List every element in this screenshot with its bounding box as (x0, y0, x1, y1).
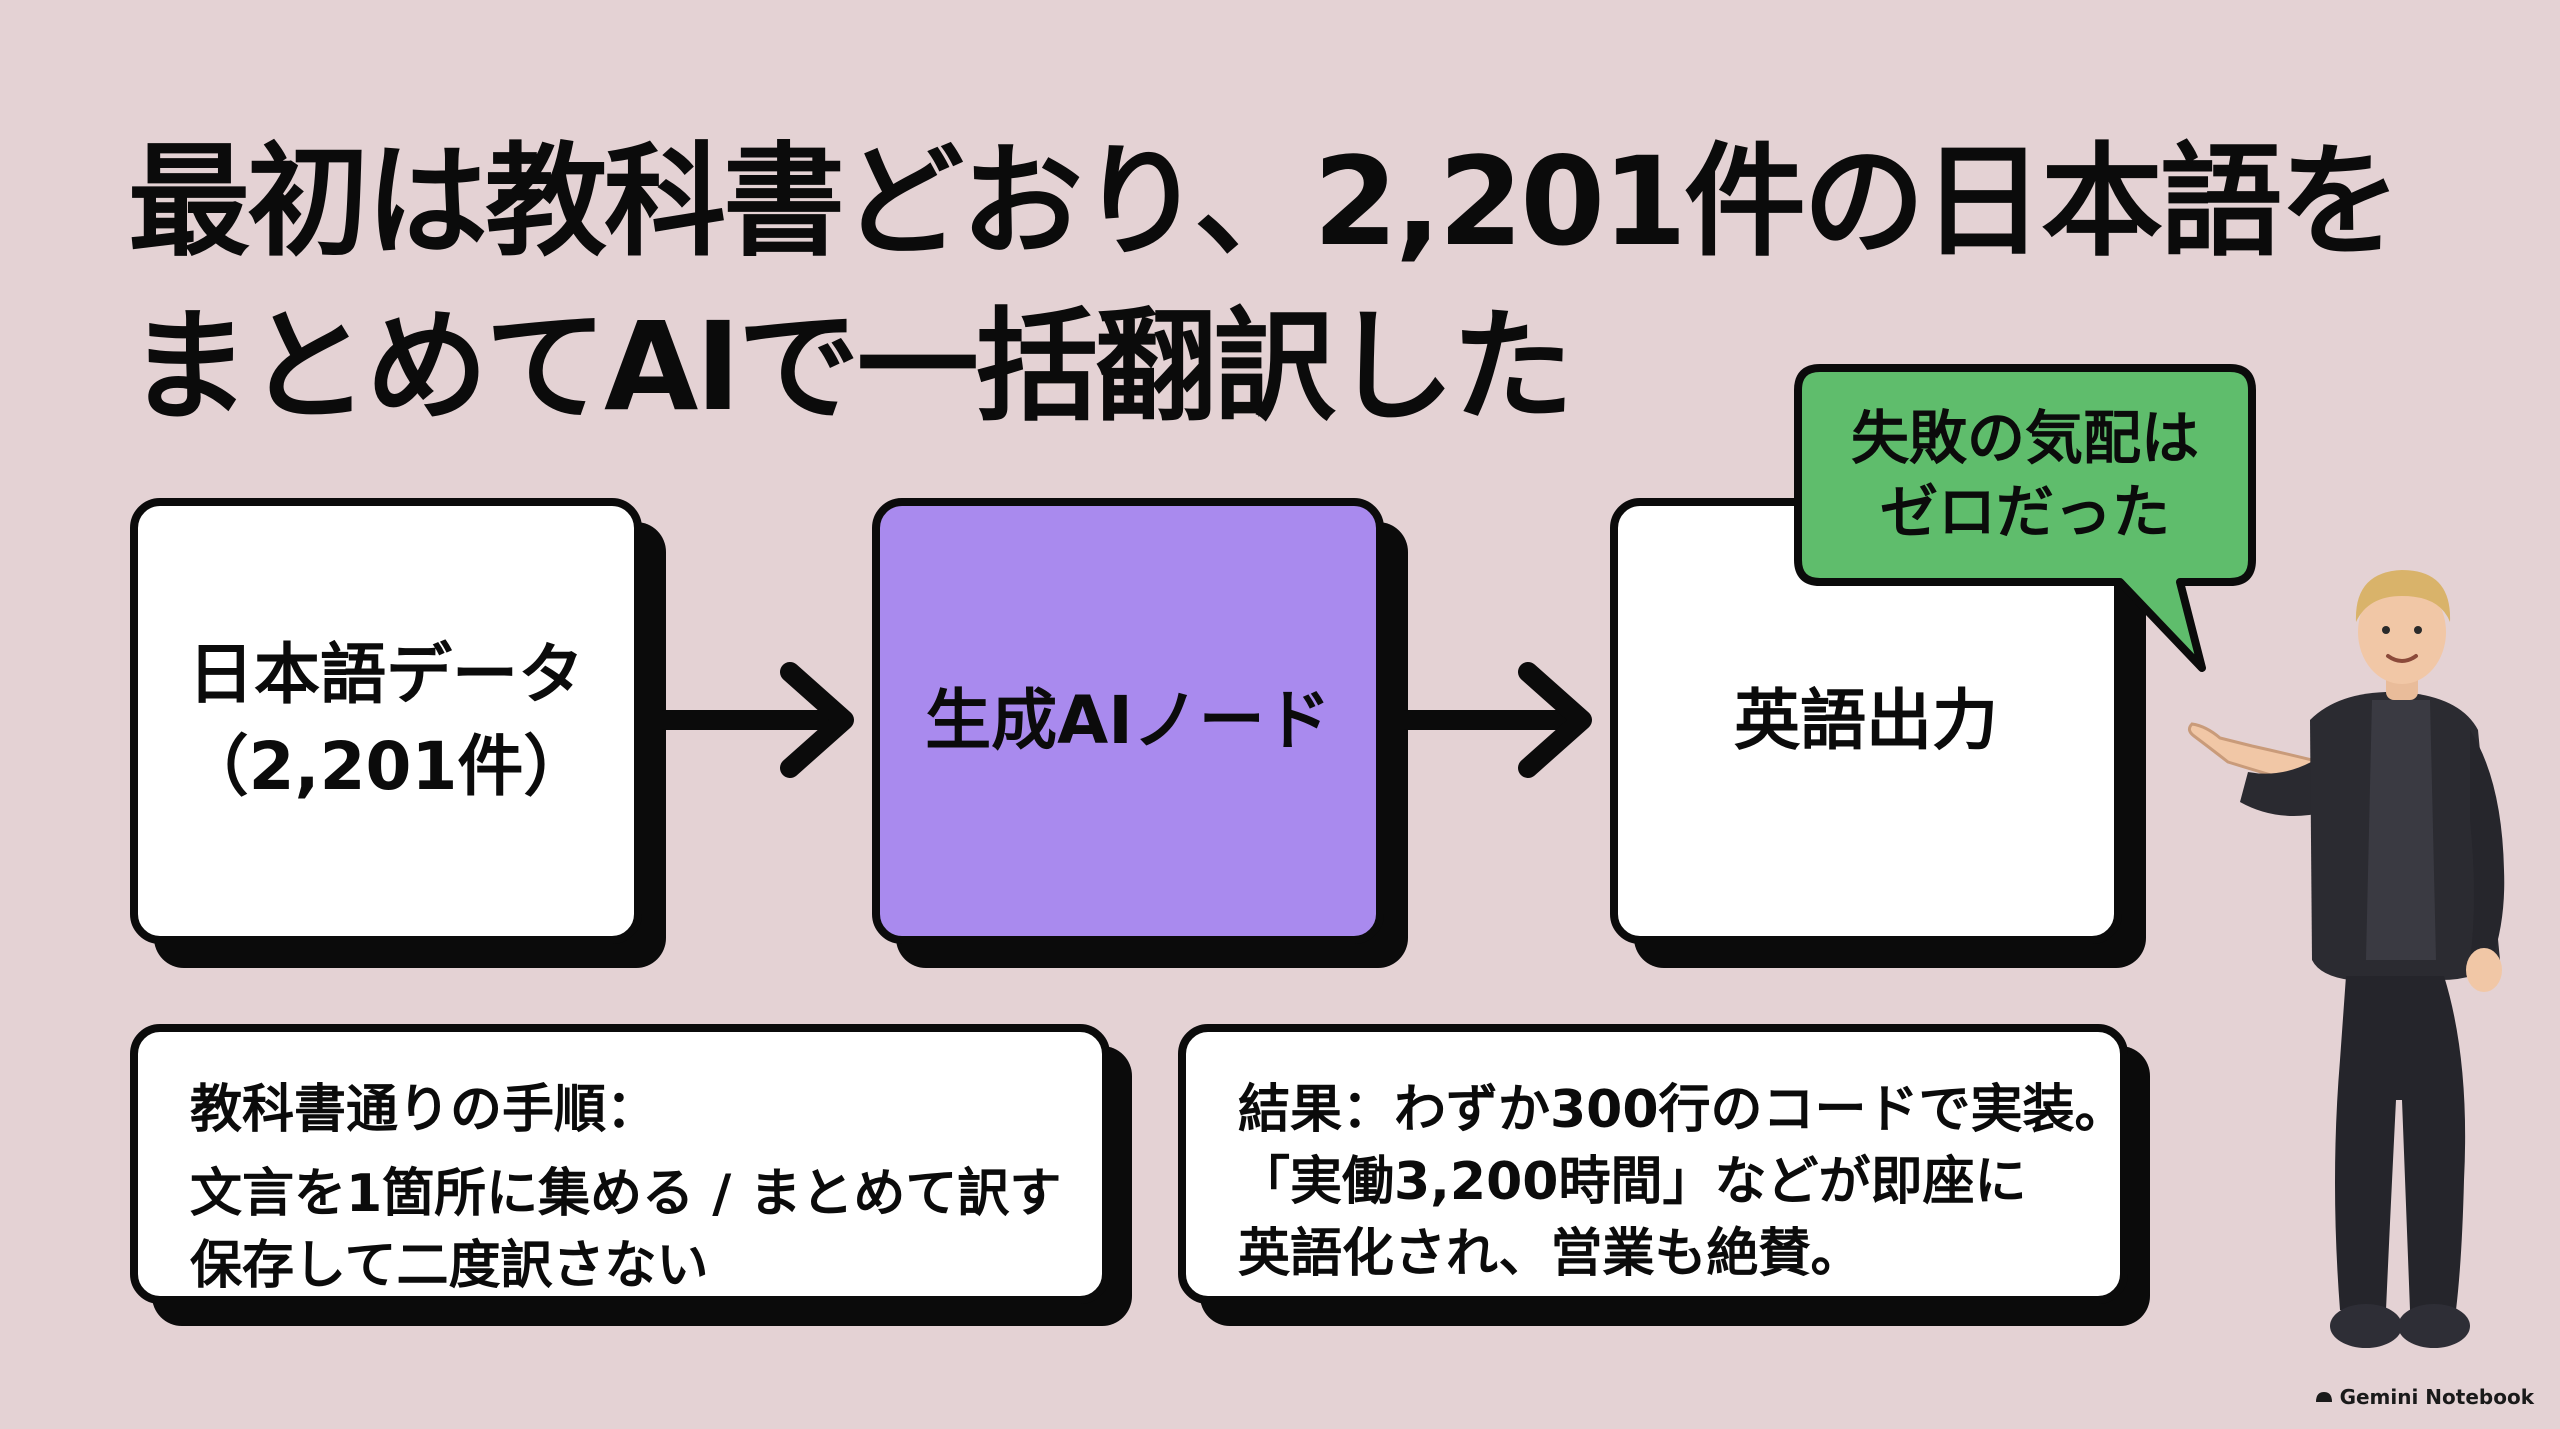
brand-watermark: Gemini Notebook (2314, 1385, 2534, 1409)
title-line-2: まとめてAIで一括翻訳した (128, 296, 1574, 438)
presenter-illustration (2187, 570, 2505, 1348)
result-line-1: 結果：わずか300行のコードで実装。 (1238, 1080, 2127, 1140)
title-line-1: 最初は教科書どおり、2,201件の日本語を (128, 131, 2401, 273)
output-label: 英語出力 (1734, 682, 1998, 759)
arrow-right-icon (662, 662, 854, 778)
brand-name: Gemini Notebook (2339, 1385, 2534, 1409)
procedure-heading: 教科書通りの手順： (190, 1080, 659, 1140)
slide-title: 最初は教科書どおり、2,201件の日本語を まとめてAIで一括翻訳した (128, 120, 2428, 450)
bubble-line-1: 失敗の気配は (1850, 404, 2199, 472)
ai-node-box: 生成AIノード (872, 498, 1384, 944)
source-data-box: 日本語データ （2,201件） (130, 498, 642, 944)
ai-node-label: 生成AIノード (925, 682, 1331, 759)
result-line-2: 「実働3,200時間」などが即座に (1238, 1152, 2027, 1212)
procedure-line-1: 文言を1箇所に集める / まとめて訳す (190, 1164, 1062, 1224)
procedure-note: 教科書通りの手順： 文言を1箇所に集める / まとめて訳す 保存して二度訳さない (130, 1024, 1110, 1304)
arrow-right-icon (1404, 662, 1592, 778)
source-count: （2,201件） (182, 728, 590, 805)
procedure-line-2: 保存して二度訳さない (190, 1236, 709, 1296)
result-line-3: 英語化され、営業も絶賛。 (1238, 1224, 1863, 1284)
speech-bubble-shape (1794, 364, 2256, 672)
result-note: 結果：わずか300行のコードで実装。 「実働3,200時間」などが即座に 英語化… (1178, 1024, 2128, 1304)
source-label: 日本語データ (187, 636, 584, 713)
bubble-line-2: ゼロだった (1879, 478, 2170, 546)
brand-logo-icon (2315, 1392, 2332, 1402)
speech-bubble: 失敗の気配は ゼロだった (1790, 360, 2270, 680)
